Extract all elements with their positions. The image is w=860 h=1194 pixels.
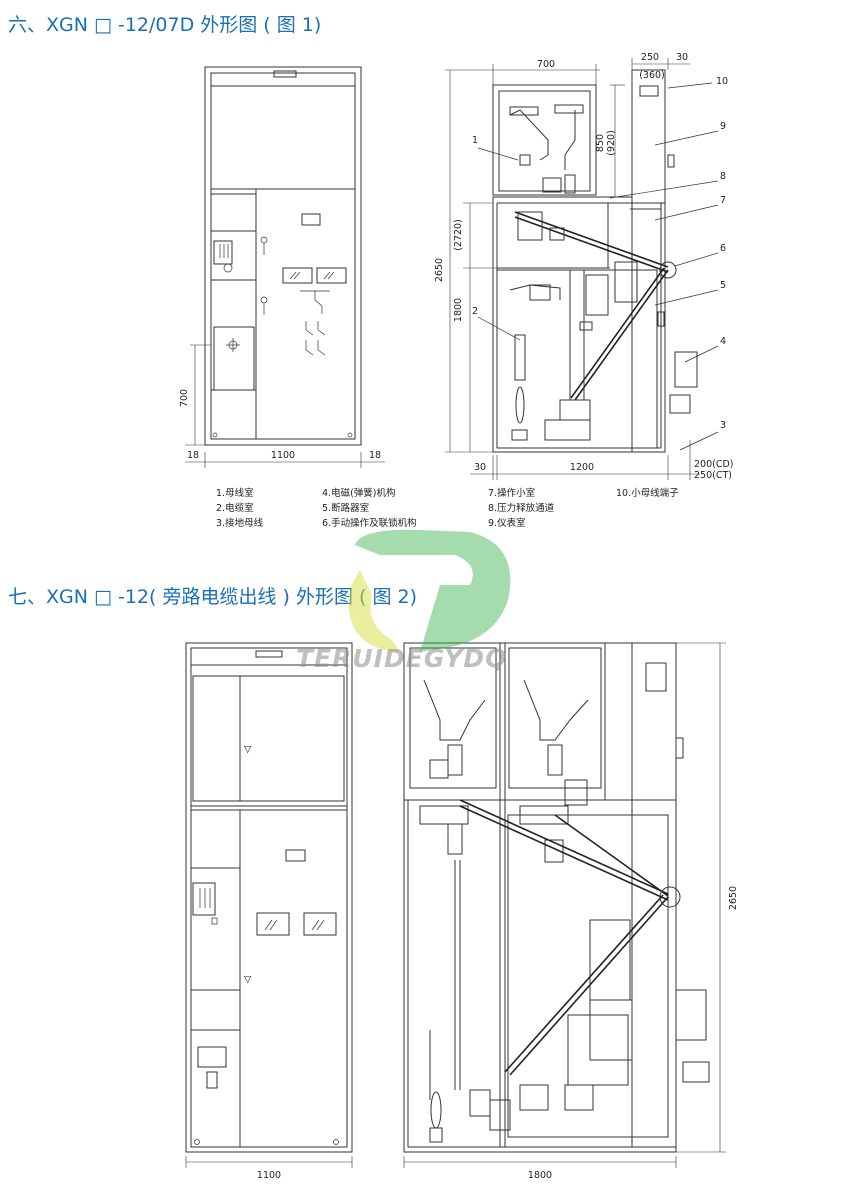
fig2-front-view: ▽ ▽ 1100 bbox=[185, 642, 353, 1181]
section6-title: 六、XGN □ -12/07D 外形图 ( 图 1) bbox=[8, 14, 322, 36]
fig1-callout-4: 4 bbox=[720, 336, 726, 347]
fig1-front-side-right-label: 18 bbox=[369, 450, 381, 461]
legend-item-7: 7.操作小室 bbox=[488, 487, 535, 499]
fig1-side-bottom-1200: 1200 bbox=[570, 462, 594, 473]
fig2-side-width-label: 1800 bbox=[528, 1170, 552, 1181]
fig1-side-top-360: (360) bbox=[639, 70, 665, 81]
fig1-front-side-left-label: 18 bbox=[187, 450, 199, 461]
fig1-callout-8: 8 bbox=[720, 171, 726, 182]
fig1-callout-9: 9 bbox=[720, 121, 726, 132]
legend-item-6: 6.手动操作及联锁机构 bbox=[322, 517, 417, 529]
fig1-callout-7: 7 bbox=[720, 195, 726, 206]
fig1-callout-3: 3 bbox=[720, 420, 726, 431]
fig1-callout-6: 6 bbox=[720, 243, 726, 254]
watermark-logo: TERUIDEGYDQ bbox=[296, 529, 511, 673]
fig1-callout-5: 5 bbox=[720, 280, 726, 291]
fig1-front-view: 700 18 1100 18 bbox=[179, 66, 385, 468]
fig1-side-cd: 200(CD) bbox=[694, 459, 734, 470]
fig1-side-850: 850 bbox=[595, 134, 606, 152]
fig1-side-bottom-30: 30 bbox=[474, 462, 486, 473]
fig1-side-top-700: 700 bbox=[537, 59, 555, 70]
fig2-triangle-2: ▽ bbox=[244, 974, 252, 985]
legend-item-1: 1.母线室 bbox=[216, 487, 254, 499]
fig1-side-1800: 1800 bbox=[453, 298, 464, 322]
legend-item-3: 3.接地母线 bbox=[216, 517, 264, 529]
fig1-front-height-label: 700 bbox=[179, 389, 190, 407]
fig1-callout-1: 1 bbox=[472, 135, 478, 146]
fig1-callout-10: 10 bbox=[716, 76, 728, 87]
legend-item-4: 4.电磁(弹簧)机构 bbox=[322, 487, 395, 499]
fig2-side-view: 2650 1800 bbox=[403, 642, 739, 1181]
legend: 1.母线室 2.电缆室 3.接地母线 4.电磁(弹簧)机构 5.断路器室 6.手… bbox=[216, 487, 679, 529]
fig1-side-view: 1 2 3 4 5 6 7 8 9 10 700 250 30 (360) 85… bbox=[434, 52, 734, 481]
fig1-side-920: (920) bbox=[606, 130, 617, 156]
legend-item-5: 5.断路器室 bbox=[322, 502, 369, 514]
fig1-side-2650: 2650 bbox=[434, 258, 445, 282]
fig1-side-ct: 250(CT) bbox=[694, 470, 732, 481]
legend-item-10: 10.小母线端子 bbox=[616, 487, 679, 499]
fig2-front-width-label: 1100 bbox=[257, 1170, 281, 1181]
fig1-callout-2: 2 bbox=[472, 306, 478, 317]
fig2-height-label: 2650 bbox=[728, 886, 739, 910]
watermark-text: TERUIDEGYDQ bbox=[296, 644, 507, 673]
fig1-side-top-250: 250 bbox=[641, 52, 659, 63]
legend-item-2: 2.电缆室 bbox=[216, 502, 254, 514]
section7-title: 七、XGN □ -12( 旁路电缆出线 ) 外形图 ( 图 2) bbox=[8, 586, 417, 608]
fig2-triangle-1: ▽ bbox=[244, 744, 252, 755]
fig1-side-top-30: 30 bbox=[676, 52, 688, 63]
fig1-front-width-label: 1100 bbox=[271, 450, 295, 461]
legend-item-9: 9.仪表室 bbox=[488, 517, 526, 529]
fig1-side-2720: (2720) bbox=[453, 219, 464, 251]
legend-item-8: 8.压力释放通道 bbox=[488, 502, 555, 514]
